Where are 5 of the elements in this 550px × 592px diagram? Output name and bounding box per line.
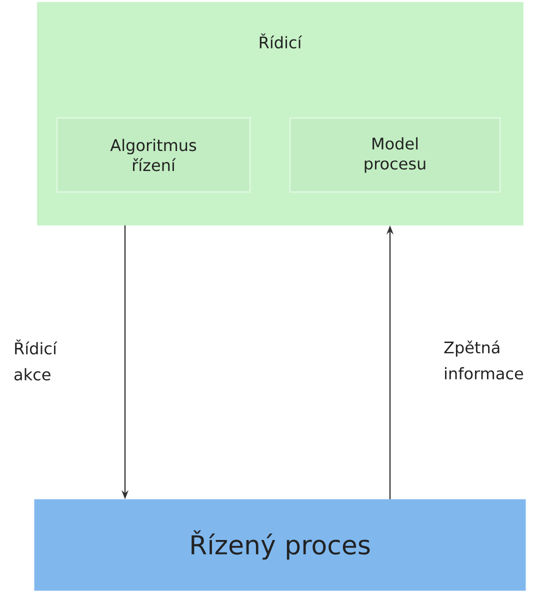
process-box: Řízený proces xyxy=(34,499,526,591)
edge-label: Zpětná informace xyxy=(444,340,524,380)
edge-label: Řídicí akce xyxy=(14,340,58,380)
model-box: Model procesu xyxy=(289,117,501,193)
algorithm-box: Algoritmus řízení xyxy=(56,117,251,193)
